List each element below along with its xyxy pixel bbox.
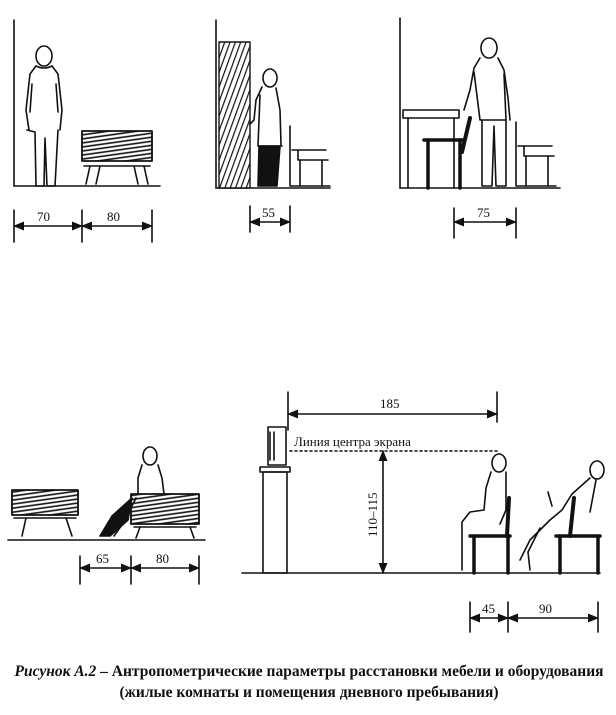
dim-label-70: 70: [37, 209, 50, 224]
standing-person-figure: [25, 45, 63, 187]
figure-caption: Рисунок А.2 – Антропометрические парамет…: [14, 661, 604, 703]
dim-label-75: 75: [477, 205, 490, 220]
dim-label-80a: 80: [107, 209, 120, 224]
dim-80b: [129, 555, 201, 585]
desk: [402, 109, 460, 189]
dim-label-45: 45: [482, 601, 495, 616]
armchair: [289, 125, 331, 187]
dim-75: [452, 207, 518, 239]
dim-90: [506, 601, 600, 633]
caption-dash: –: [96, 663, 112, 680]
dim-label-55: 55: [262, 205, 275, 220]
tv-stand: [259, 426, 291, 574]
viewer-chair: [468, 496, 512, 575]
panel-table-sofa: [7, 446, 206, 585]
seated-person-figure: [99, 446, 165, 537]
dim-185: [286, 391, 499, 431]
small-person-figure: [249, 68, 283, 187]
armchair: [515, 121, 557, 187]
panel-person-between-cabinet-chair: [215, 19, 331, 233]
caption-text: Антропометрические параметры расстановки…: [111, 663, 604, 701]
seated-viewer-figure: [461, 453, 507, 571]
dim-label-110-115: 110–115: [365, 492, 380, 537]
panel-desk-chair-person: [399, 17, 561, 239]
panel-tv-viewers: [241, 391, 605, 633]
screen-center-line-label: Линия центра экрана: [294, 434, 411, 449]
standing-person-figure: [463, 37, 511, 187]
reclining-viewer-figure: [519, 460, 605, 571]
dim-80a: [80, 209, 154, 243]
figure-label: Рисунок А.2: [14, 663, 97, 680]
dim-label-90: 90: [539, 601, 552, 616]
wardrobe: [218, 41, 251, 189]
panel-standing-person-table: [12, 19, 161, 243]
dim-label-185: 185: [380, 396, 400, 411]
dim-label-80b: 80: [156, 551, 169, 566]
viewer-armchair: [554, 496, 602, 575]
coffee-table: [11, 489, 79, 537]
chair: [422, 116, 472, 190]
dim-label-65: 65: [96, 551, 109, 566]
low-table: [81, 130, 153, 185]
sofa: [130, 493, 200, 539]
dim-55: [248, 205, 292, 233]
